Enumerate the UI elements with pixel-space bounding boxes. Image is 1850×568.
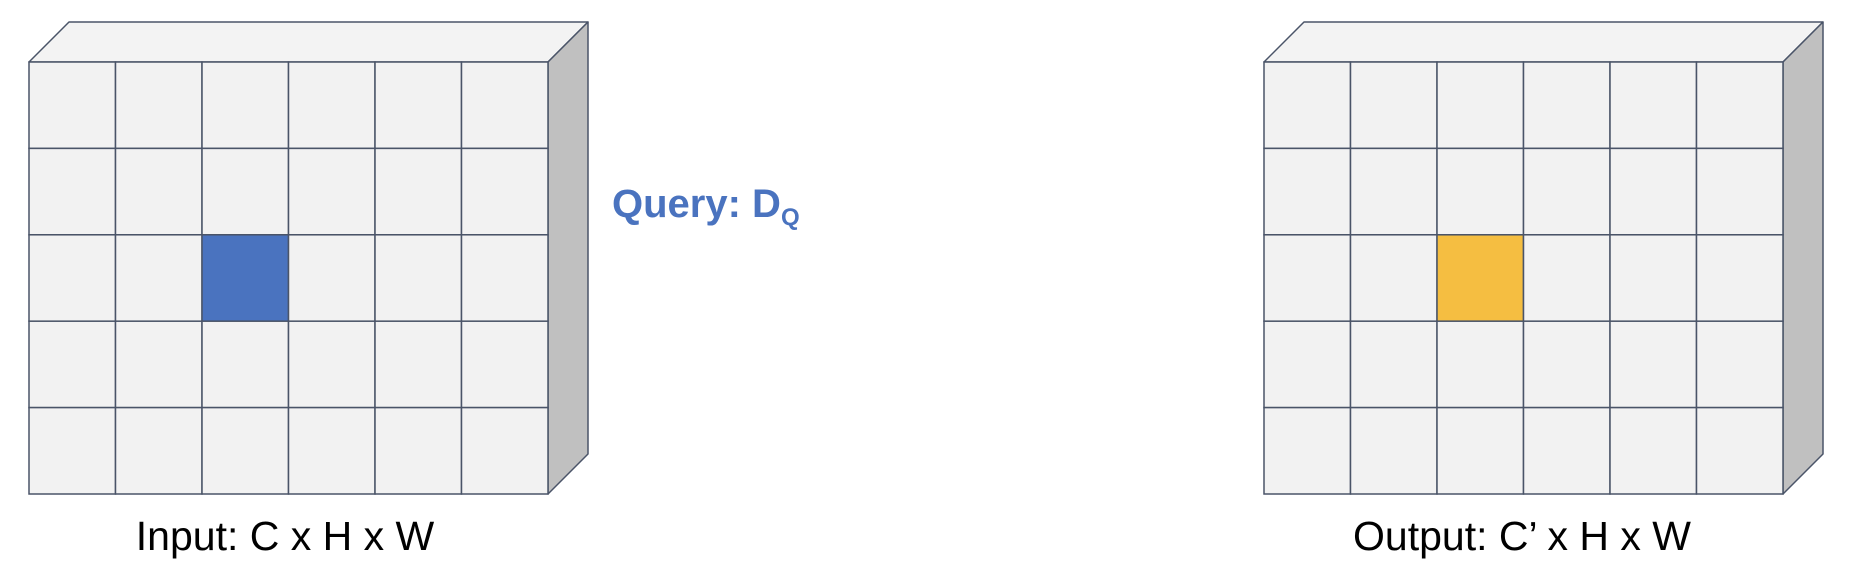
grid-cell — [1695, 234, 1784, 322]
grid-cell — [114, 406, 203, 495]
grid-cell — [1349, 147, 1438, 236]
grid-cell — [1609, 234, 1698, 322]
grid-cell — [28, 406, 117, 495]
block-side-face — [1782, 21, 1824, 495]
grid-cell — [114, 147, 203, 236]
grid-cell — [1522, 61, 1611, 150]
grid-cell — [201, 147, 290, 236]
grid-cell — [114, 320, 203, 409]
grid-cell — [1695, 147, 1784, 236]
grid-cell — [374, 61, 463, 150]
grid-cell — [1263, 61, 1352, 150]
grid-cell — [287, 61, 376, 150]
grid-cell — [1263, 147, 1352, 236]
query-label-subscript: Q — [780, 204, 800, 231]
highlighted-cell — [1436, 234, 1525, 322]
grid-cell — [1349, 320, 1438, 409]
grid-cell — [1522, 320, 1611, 409]
grid-cell — [287, 147, 376, 236]
grid-cell — [1609, 61, 1698, 150]
grid-cell — [28, 320, 117, 409]
grid-cell — [1263, 234, 1352, 322]
grid-cell — [1349, 234, 1438, 322]
grid-cell — [1522, 147, 1611, 236]
grid-cell — [374, 147, 463, 236]
grid-cell — [114, 61, 203, 150]
query-label: Query: DQ — [612, 184, 800, 230]
block-top-face — [1263, 21, 1824, 63]
grid-cell — [28, 234, 117, 322]
grid-cell — [1609, 147, 1698, 236]
grid-cell — [287, 406, 376, 495]
grid-cell — [1436, 147, 1525, 236]
grid-cell — [1436, 61, 1525, 150]
grid-cell — [460, 147, 549, 236]
grid-cell — [114, 234, 203, 322]
grid-cell — [374, 234, 463, 322]
grid-cell — [460, 320, 549, 409]
grid-cell — [460, 406, 549, 495]
grid-cell — [460, 234, 549, 322]
grid-cell — [201, 406, 290, 495]
grid-cell — [201, 61, 290, 150]
grid-cell — [1263, 406, 1352, 495]
grid-cell — [201, 320, 290, 409]
input-tensor-block — [28, 21, 589, 495]
grid-cell — [28, 147, 117, 236]
grid-cell — [1436, 320, 1525, 409]
block-side-face — [547, 21, 589, 495]
query-label-text: Query: D — [612, 182, 781, 226]
grid-cell — [1349, 61, 1438, 150]
grid-cell — [460, 61, 549, 150]
grid-cell — [1263, 320, 1352, 409]
grid-cell — [1349, 406, 1438, 495]
grid-cell — [374, 320, 463, 409]
output-tensor-block — [1263, 21, 1824, 495]
grid-cell — [1695, 320, 1784, 409]
highlighted-cell — [201, 234, 290, 322]
grid-cell — [1609, 406, 1698, 495]
grid-cell — [1609, 320, 1698, 409]
grid-cell — [1695, 406, 1784, 495]
input-caption: Input: C x H x W — [135, 513, 435, 559]
grid-cell — [28, 61, 117, 150]
grid-cell — [374, 406, 463, 495]
block-top-face — [28, 21, 589, 63]
grid-cell — [1522, 406, 1611, 495]
grid-cell — [1695, 61, 1784, 150]
output-caption: Output: C’ x H x W — [1353, 513, 1691, 559]
grid-cell — [287, 234, 376, 322]
grid-cell — [1522, 234, 1611, 322]
grid-cell — [287, 320, 376, 409]
grid-cell — [1436, 406, 1525, 495]
